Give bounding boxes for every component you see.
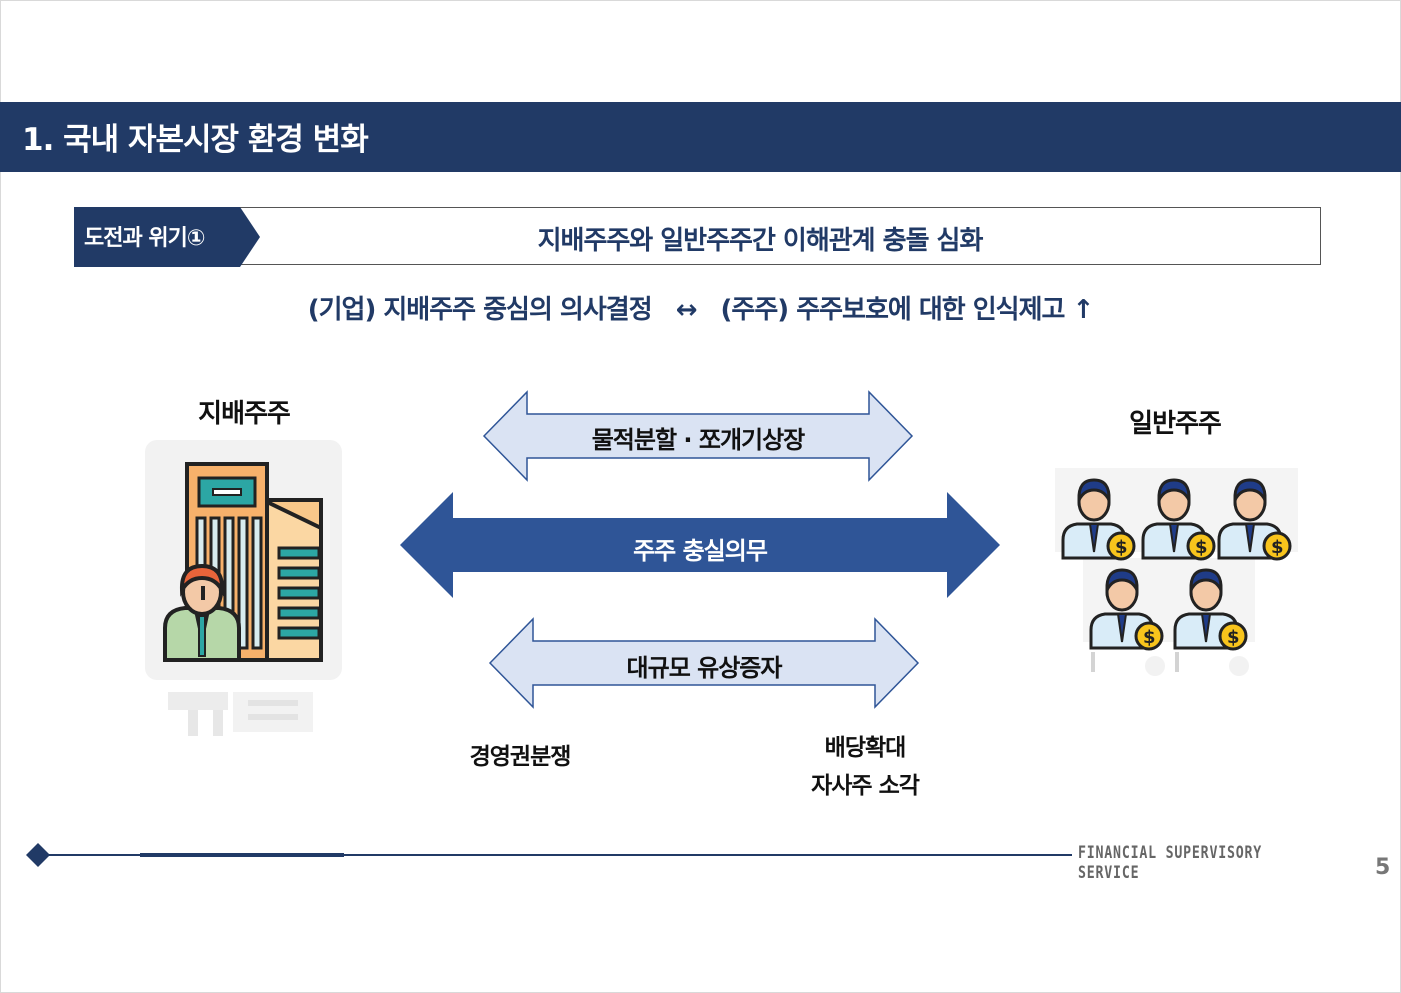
building-reflection (168, 692, 313, 736)
tag-label: 도전과 위기① (84, 226, 205, 251)
subtitle-left: (기업) 지배주주 중심의 의사결정 (307, 295, 653, 325)
tag-shape (74, 207, 260, 267)
arrow-1-shape (482, 390, 914, 482)
subtitle-right: (주주) 주주보호에 대한 인식제고 ↑ (720, 295, 1095, 325)
footer-organization: FINANCIAL SUPERVISORY SERVICE (1078, 843, 1263, 883)
svg-text:$: $ (1195, 537, 1208, 558)
headline-text: 지배주주와 일반주주간 이해관계 충돌 심화 (537, 226, 984, 256)
general-shareholder-label: 일반주주 (1129, 409, 1222, 439)
title-bar (0, 102, 1401, 172)
building-card (145, 440, 342, 680)
arrow-2-shape (400, 492, 1000, 598)
office-building-person-icon (163, 462, 323, 662)
arrow-3-label: 대규모 유상증자 (626, 654, 783, 682)
arrow-3-shape (488, 617, 920, 709)
subtitle-connector: ↔ (675, 295, 698, 325)
page-title: 1. 국내 자본시장 환경 변화 (22, 122, 369, 158)
shareholders-dollar-icon: $ $ $ $ (1055, 468, 1298, 676)
svg-text:$: $ (1271, 537, 1284, 558)
svg-text:$: $ (1143, 627, 1156, 648)
right-note-1: 배당확대 (824, 735, 907, 761)
page-number: 5 (1375, 855, 1391, 880)
left-note: 경영권분쟁 (469, 744, 572, 770)
arrow-2-label: 주주 충실의무 (633, 537, 768, 565)
right-note-2: 자사주 소각 (811, 773, 920, 799)
svg-text:$: $ (1115, 537, 1128, 558)
subtitle-line: (기업) 지배주주 중심의 의사결정 ↔ (주주) 주주보호에 대한 인식제고 … (0, 289, 1401, 326)
svg-text:$: $ (1227, 627, 1240, 648)
controlling-shareholder-label: 지배주주 (198, 399, 291, 429)
arrow-1-label: 물적분할 · 쪼개기상장 (591, 426, 806, 454)
